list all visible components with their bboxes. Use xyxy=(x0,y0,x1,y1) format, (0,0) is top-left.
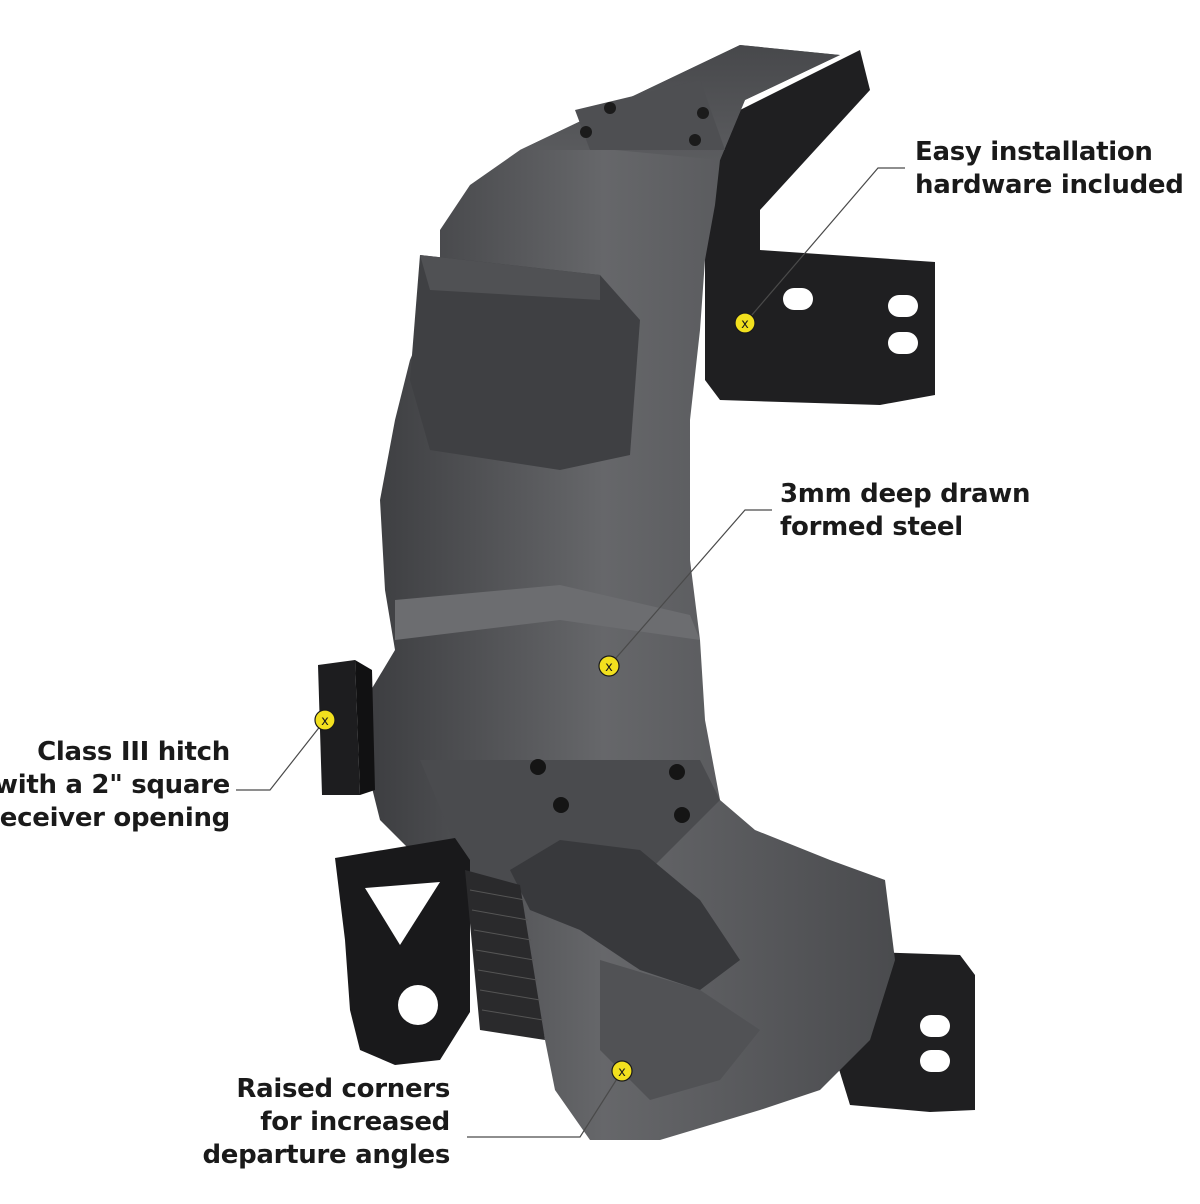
callout-installation: Easy installation hardware included xyxy=(915,136,1184,202)
leader-lines xyxy=(236,167,905,1138)
marker-steel: x xyxy=(598,655,620,677)
marker-installation: x xyxy=(734,312,756,334)
marker-glyph: x xyxy=(741,317,749,332)
marker-glyph: x xyxy=(321,714,329,729)
callout-corners-line2: for increased xyxy=(260,1107,450,1137)
callout-installation-line2: hardware included xyxy=(915,170,1184,200)
marker-glyph: x xyxy=(605,660,613,675)
callout-corners-line3: departure angles xyxy=(202,1140,450,1170)
leader-line-hitch xyxy=(236,719,326,791)
leader-line-steel xyxy=(608,509,772,667)
callout-steel-line2: formed steel xyxy=(780,512,963,542)
upper-mount-bracket xyxy=(705,50,935,405)
callout-corners-line1: Raised corners xyxy=(236,1074,450,1104)
feature-markers: x x x x xyxy=(314,312,756,1082)
marker-glyph: x xyxy=(618,1065,626,1080)
recovery-point-plate xyxy=(335,838,545,1065)
callout-installation-line1: Easy installation xyxy=(915,137,1153,167)
leader-line-installation xyxy=(744,167,905,324)
callout-hitch-line3: receiver opening xyxy=(0,803,230,833)
callout-hitch: Class III hitch with a 2" square receive… xyxy=(0,736,230,835)
leader-line-corners xyxy=(467,1070,623,1138)
callout-steel: 3mm deep drawn formed steel xyxy=(780,478,1030,544)
callout-steel-line1: 3mm deep drawn xyxy=(780,479,1031,509)
callout-hitch-line2: with a 2" square xyxy=(0,770,230,800)
hitch-receiver xyxy=(318,660,375,795)
callout-corners: Raised corners for increased departure a… xyxy=(202,1073,450,1172)
marker-corners: x xyxy=(611,1060,633,1082)
marker-hitch: x xyxy=(314,709,336,731)
callout-hitch-line1: Class III hitch xyxy=(37,737,230,767)
bumper-body xyxy=(365,45,895,1140)
